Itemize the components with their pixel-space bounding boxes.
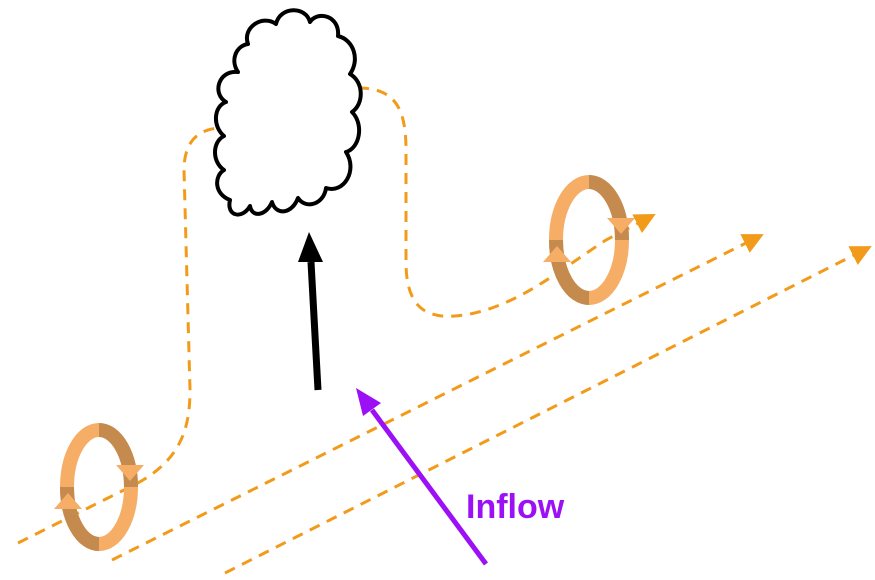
rotation-ring-left-icon <box>54 430 144 544</box>
rotation-ring-right-icon <box>543 182 635 298</box>
cloud-icon <box>215 10 361 214</box>
inflow-arrow-icon <box>356 388 486 564</box>
streamlines <box>18 88 868 573</box>
inflow-label: Inflow <box>466 490 564 524</box>
middle-streamline <box>112 236 760 560</box>
updraft-arrow-icon <box>298 232 323 390</box>
